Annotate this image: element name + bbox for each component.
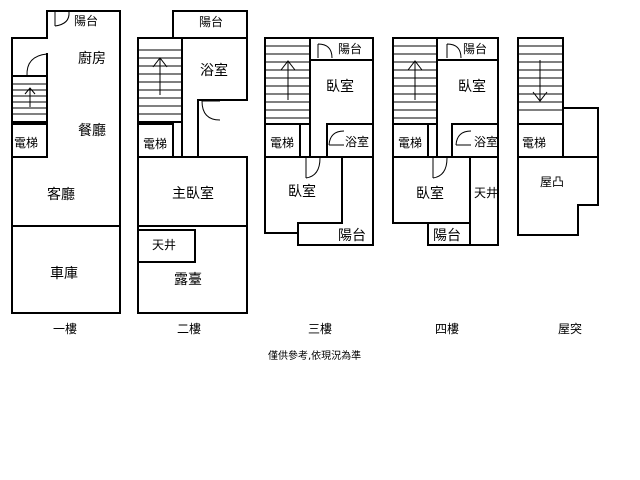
roof-elevator-label: 電梯 (522, 136, 546, 150)
f1-kitchen-label: 廚房 (78, 50, 106, 67)
f4-floor-label: 四樓 (435, 321, 459, 336)
f3-balcony-bottom-label: 陽台 (338, 228, 366, 244)
f3-elevator-label: 電梯 (270, 136, 294, 150)
f1-elevator-label: 電梯 (14, 136, 38, 150)
floor-4-plan: 陽台 臥室 電梯 浴室 臥室 天井 陽台 四樓 (392, 37, 499, 336)
f1-balcony-label: 陽台 (74, 13, 98, 28)
f4-courtyard-label: 天井 (474, 186, 498, 200)
f2-elevator-label: 電梯 (143, 137, 167, 151)
f4-bathroom-label: 浴室 (474, 134, 498, 149)
f2-bathroom-label: 浴室 (200, 62, 228, 79)
f4-bedroom-top-label: 臥室 (458, 78, 486, 95)
f1-living-label: 客廳 (47, 186, 75, 203)
f1-floor-label: 一樓 (53, 321, 77, 336)
f2-courtyard-label: 天井 (152, 238, 176, 252)
roof-bump-label: 屋凸 (540, 175, 564, 189)
f4-balcony-top-label: 陽台 (463, 41, 487, 56)
floor-1-plan: 陽台 廚房 餐廳 電梯 客廳 車庫 一樓 (11, 10, 121, 336)
f1-garage-label: 車庫 (50, 265, 78, 282)
disclaimer-note: 僅供參考,依現況為準 (268, 349, 361, 362)
f3-bedroom-top-label: 臥室 (326, 78, 354, 95)
f4-balcony-bottom-label: 陽台 (433, 228, 461, 244)
f2-floor-label: 二樓 (177, 321, 201, 336)
f1-dining-label: 餐廳 (78, 122, 106, 139)
roof-plan: 電梯 屋凸 屋突 (517, 37, 599, 336)
f3-balcony-top-label: 陽台 (338, 41, 362, 56)
f3-bathroom-label: 浴室 (345, 134, 369, 149)
f2-master-bedroom-label: 主臥室 (172, 185, 214, 202)
floor-3-plan: 陽台 臥室 電梯 浴室 臥室 陽台 三樓 (264, 37, 374, 336)
f3-floor-label: 三樓 (308, 321, 332, 336)
floor-2-plan: 陽台 浴室 電梯 主臥室 天井 露臺 二樓 (137, 10, 248, 336)
roof-floor-label: 屋突 (558, 321, 582, 336)
f2-balcony-label: 陽台 (199, 14, 223, 29)
f2-terrace-label: 露臺 (174, 272, 202, 288)
f4-bedroom-bottom-label: 臥室 (416, 185, 444, 202)
f4-elevator-label: 電梯 (398, 136, 422, 150)
f3-bedroom-bottom-label: 臥室 (288, 183, 316, 200)
